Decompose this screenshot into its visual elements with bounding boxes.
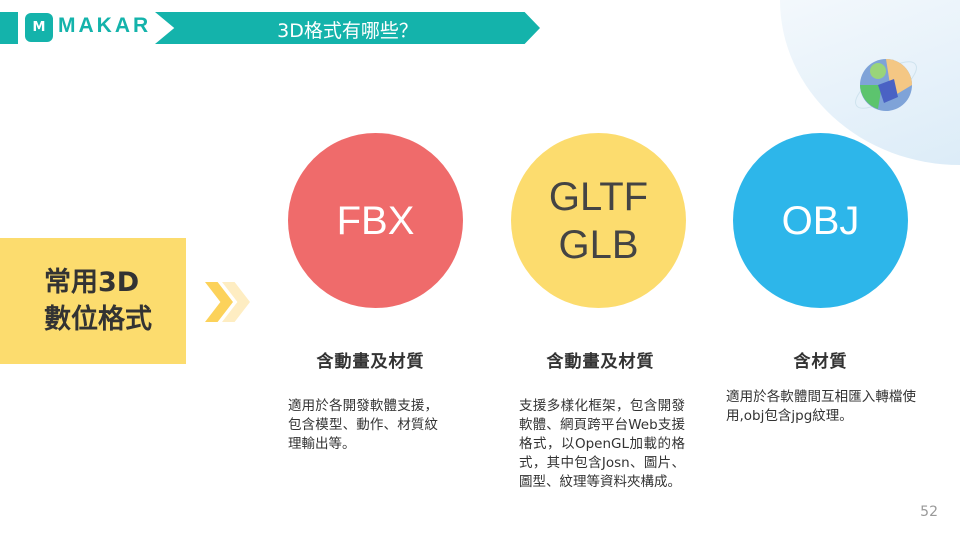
side-label: 常用3D 數位格式 [0, 238, 186, 364]
format-description: 適用於各軟體間互相匯入轉檔使用,obj包含jpg紋理。 [726, 389, 916, 424]
format-subtitle: 含材質 [793, 352, 848, 372]
format-subtitle: 含動畫及材質 [316, 352, 425, 372]
format-name: GLTF GLB [548, 174, 649, 267]
format-circle-fbx: FBX [288, 133, 463, 308]
format-subtitle: 含動畫及材質 [546, 352, 655, 372]
format-circle-obj: OBJ [733, 133, 908, 308]
format-name: OBJ [781, 198, 860, 243]
format-name: FBX [336, 198, 415, 243]
header-accent-bar [0, 12, 18, 44]
title-banner: 3D格式有哪些？ [155, 12, 540, 44]
format-description: 支援多樣化框架，包含開發軟體、網頁跨平台Web支援格式，以OpenGL加載的格式… [519, 398, 685, 490]
format-description: 適用於各開發軟體支援，包含模型、動作、材質紋理輸出等。 [288, 398, 438, 452]
brand-name: MAKAR [58, 14, 152, 37]
slide-title: 3D格式有哪些？ [277, 20, 418, 42]
format-circle-gltf: GLTF GLB [511, 133, 686, 308]
planet-illustration-icon [855, 59, 917, 111]
page-number: 52 [920, 504, 938, 520]
makar-logo-icon: M [25, 13, 53, 42]
